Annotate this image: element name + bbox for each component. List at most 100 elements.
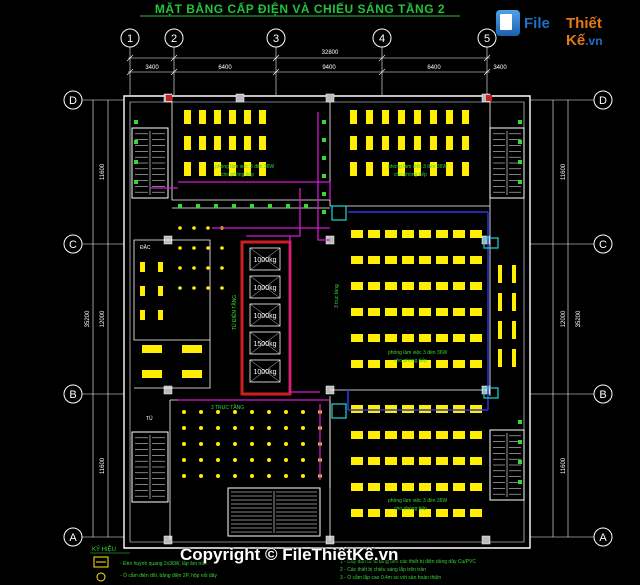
vault-cross — [249, 331, 281, 355]
fluorescent-light-se — [351, 405, 363, 413]
power-outlet — [518, 140, 522, 144]
power-outlet — [134, 160, 138, 164]
wiring-run — [317, 112, 330, 241]
fluorescent-light-east — [402, 308, 414, 316]
downlight-corridor — [206, 286, 210, 290]
fluorescent-light-ne — [350, 136, 357, 150]
logo-part1: File — [524, 15, 550, 32]
downlight-corridor — [220, 286, 224, 290]
downlight — [284, 426, 288, 430]
power-outlet — [518, 160, 522, 164]
logo-part2: Thiết Kế.vn — [566, 15, 603, 49]
room-tag: TỦ — [146, 415, 153, 422]
site-logo[interactable]: File Thiết Kế.vn — [496, 6, 636, 49]
light-wc — [142, 370, 162, 378]
fluorescent-light-nw — [199, 136, 206, 150]
power-outlet — [518, 180, 522, 184]
power-outlet — [518, 460, 522, 464]
fluorescent-light-se — [436, 509, 448, 517]
downlight-corridor — [220, 246, 224, 250]
grid-label-left: B — [69, 389, 76, 401]
fluorescent-light-se — [470, 457, 482, 465]
fluorescent-light-ne — [414, 110, 421, 124]
vault-box — [249, 359, 281, 383]
fluorescent-light-east — [453, 308, 465, 316]
dim-tick — [272, 54, 280, 62]
lift-label: 3 TRỤC TẦNG — [211, 404, 244, 411]
downlight — [284, 458, 288, 462]
grid-label-right: A — [599, 532, 607, 544]
light-wc — [182, 345, 202, 353]
fluorescent-light-ne — [462, 110, 469, 124]
downlight — [301, 426, 305, 430]
power-outlet — [322, 156, 326, 160]
fluorescent-light-east — [385, 256, 397, 264]
fluorescent-light-nw — [229, 136, 236, 150]
fluorescent-light-ne — [414, 162, 421, 176]
downlight — [216, 474, 220, 478]
downlight — [233, 426, 237, 430]
fluorescent-light-east — [385, 230, 397, 238]
dim-tick — [483, 54, 491, 62]
grid-label-left: A — [69, 532, 77, 544]
power-outlet — [268, 204, 272, 208]
downlight — [182, 458, 186, 462]
fluorescent-light-east — [453, 334, 465, 342]
grid-label-top: 2 — [171, 33, 177, 45]
fluorescent-light-east — [385, 308, 397, 316]
fluorescent-light-east — [470, 308, 482, 316]
fluorescent-light-east — [436, 282, 448, 290]
downlight — [267, 410, 271, 414]
fluorescent-light-se — [368, 483, 380, 491]
power-outlet — [134, 120, 138, 124]
downlight-corridor — [206, 226, 210, 230]
vault-box — [249, 331, 281, 355]
vault-label: 1000kg — [254, 313, 277, 320]
grid-label-top: 4 — [379, 33, 385, 45]
fluorescent-light-se — [419, 457, 431, 465]
downlight — [216, 426, 220, 430]
fluorescent-light-east — [470, 360, 482, 368]
fluorescent-light-nw — [184, 110, 191, 124]
dim-right: 11600 — [561, 163, 567, 180]
fluorescent-light-east — [419, 334, 431, 342]
fluorescent-light-nw — [259, 162, 266, 176]
downlight — [284, 474, 288, 478]
fluorescent-light-east — [419, 360, 431, 368]
grid-label-right: D — [599, 95, 607, 107]
fluorescent-light-ne — [414, 136, 421, 150]
fluorescent-light-east — [470, 334, 482, 342]
legend-symbol-outlet — [96, 572, 106, 582]
dim-left: 11600 — [100, 163, 106, 180]
fluorescent-light-se — [453, 457, 465, 465]
fluorescent-light-se — [385, 509, 397, 517]
room-load-label: phòng làm việc 3 đèn 36W — [388, 498, 447, 504]
fluorescent-light-east — [385, 360, 397, 368]
fluorescent-light-east — [368, 360, 380, 368]
fluorescent-light-east — [436, 360, 448, 368]
fluorescent-light-nw — [214, 162, 221, 176]
fluorescent-light-se — [402, 457, 414, 465]
dim-span: 3400 — [145, 65, 159, 71]
fluorescent-light-east — [419, 230, 431, 238]
fluorescent-light-se — [453, 483, 465, 491]
downlight-corridor — [206, 266, 210, 270]
fluorescent-light-east — [436, 308, 448, 316]
dim-left: 11600 — [100, 457, 106, 474]
dim-tick — [378, 68, 386, 76]
power-outlet — [518, 420, 522, 424]
downlight — [301, 410, 305, 414]
fluorescent-light-east — [351, 360, 363, 368]
legend-item: - Đèn huỳnh quang 2x36W, lắp âm trần — [120, 560, 207, 567]
dim-tick — [126, 54, 134, 62]
fluorescent-light-east — [453, 282, 465, 290]
downlight-corridor — [192, 266, 196, 270]
fluorescent-light-se — [385, 457, 397, 465]
power-outlet — [518, 120, 522, 124]
room-partition — [169, 399, 331, 540]
fluorescent-light-east — [368, 282, 380, 290]
fluorescent-light-nw — [214, 110, 221, 124]
fluorescent-light-east — [351, 230, 363, 238]
dim-span: 3400 — [493, 65, 507, 71]
structural-column — [163, 535, 173, 545]
